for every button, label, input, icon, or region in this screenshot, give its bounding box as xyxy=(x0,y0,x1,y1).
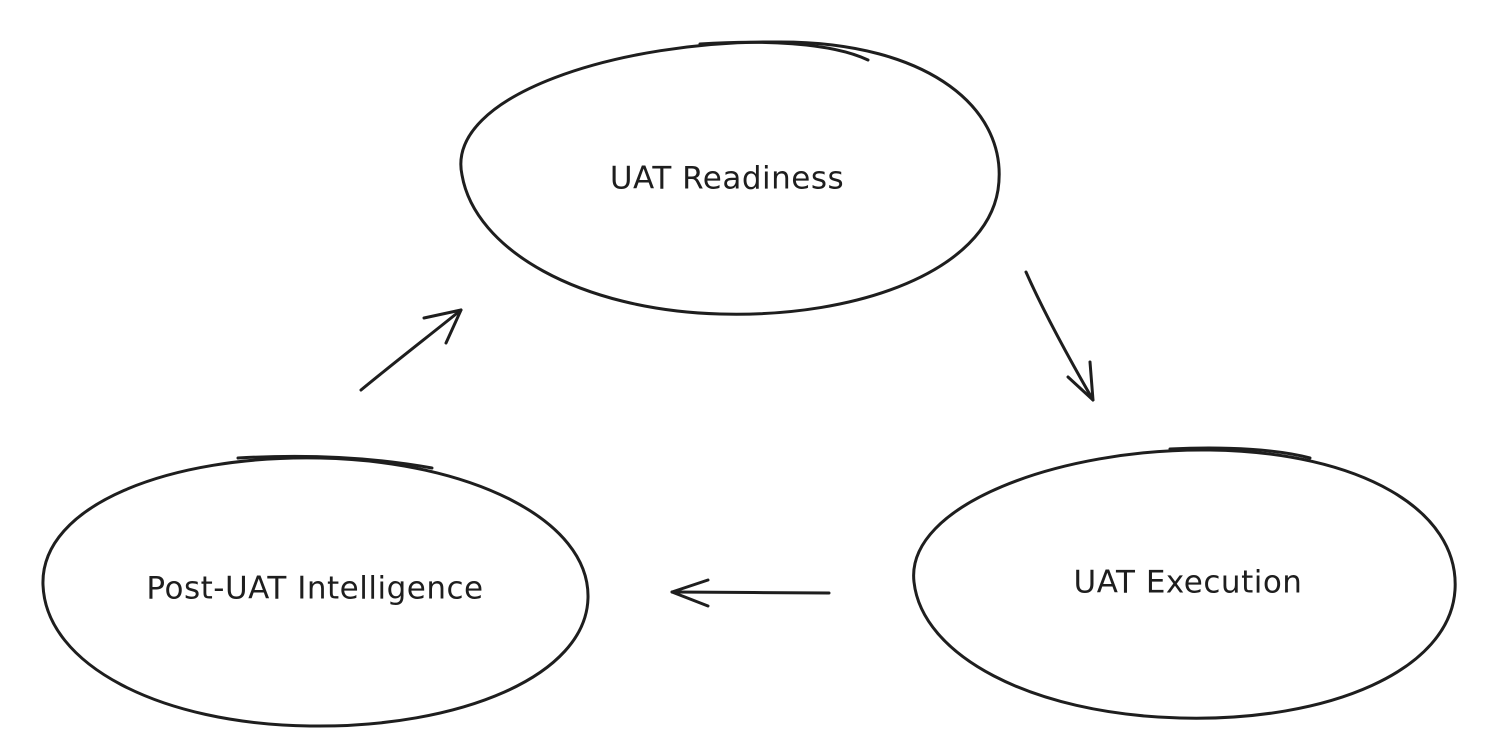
node-uat-readiness-ellipse xyxy=(459,40,1001,316)
edge-post-to-readiness-arrow xyxy=(359,308,463,392)
node-uat-readiness-ellipse-overstroke xyxy=(698,40,870,62)
edge-post-to-readiness-head xyxy=(422,308,463,345)
node-uat-execution-label: UAT Execution xyxy=(1074,565,1303,601)
node-post-uat-intelligence-ellipse-overstroke xyxy=(236,454,434,470)
node-uat-readiness[interactable]: UAT Readiness xyxy=(459,40,1001,316)
edge-execution-to-post-head xyxy=(670,578,710,608)
edge-post-to-readiness-line xyxy=(359,308,463,392)
edge-execution-to-post-line xyxy=(670,590,831,595)
node-uat-execution-ellipse xyxy=(912,448,1457,720)
edge-readiness-to-execution-head xyxy=(1066,360,1095,402)
node-post-uat-intelligence-label: Post-UAT Intelligence xyxy=(146,571,483,607)
node-uat-readiness-label: UAT Readiness xyxy=(610,161,844,197)
node-uat-execution[interactable]: UAT Execution xyxy=(912,446,1457,720)
node-uat-execution-ellipse-overstroke xyxy=(1168,446,1312,460)
edge-readiness-to-execution-arrow xyxy=(1024,270,1095,402)
edge-readiness-to-execution-line xyxy=(1024,270,1095,402)
node-post-uat-intelligence-ellipse xyxy=(41,456,590,728)
edge-execution-to-post-arrow xyxy=(670,578,831,608)
node-post-uat-intelligence[interactable]: Post-UAT Intelligence xyxy=(41,454,590,728)
